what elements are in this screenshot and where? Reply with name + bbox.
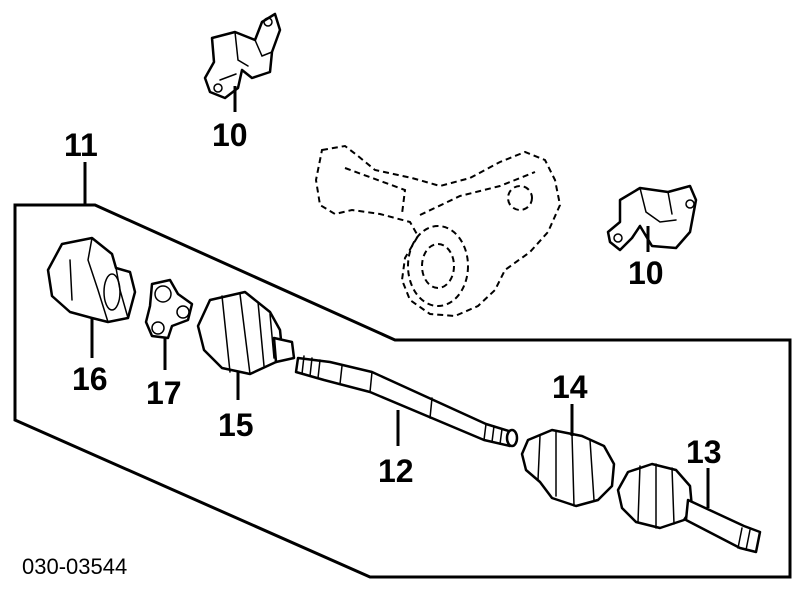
- outer-boot: [520, 404, 616, 508]
- callout-outer-boot: 14: [552, 369, 588, 405]
- callout-bracket-upper: 10: [212, 117, 248, 153]
- assembly-outline: [13, 203, 792, 579]
- callout-inner-boot: 15: [218, 407, 254, 443]
- callout-assembly: 11: [64, 127, 98, 163]
- shaft: [294, 355, 519, 448]
- callout-inner-housing: 16: [72, 361, 108, 397]
- tripod: [144, 278, 194, 370]
- callout-bracket-right: 10: [628, 255, 664, 291]
- callout-shaft: 12: [378, 453, 414, 489]
- callout-outer-joint: 13: [686, 434, 722, 470]
- drawing-code: 030-03544: [22, 554, 127, 579]
- bracket-upper: [203, 12, 282, 112]
- inner-housing: [46, 236, 137, 358]
- differential-housing: [314, 144, 562, 318]
- outer-joint: [616, 462, 762, 554]
- inner-boot: [196, 290, 296, 400]
- callout-tripod: 17: [146, 375, 182, 411]
- bracket-right: [606, 184, 698, 252]
